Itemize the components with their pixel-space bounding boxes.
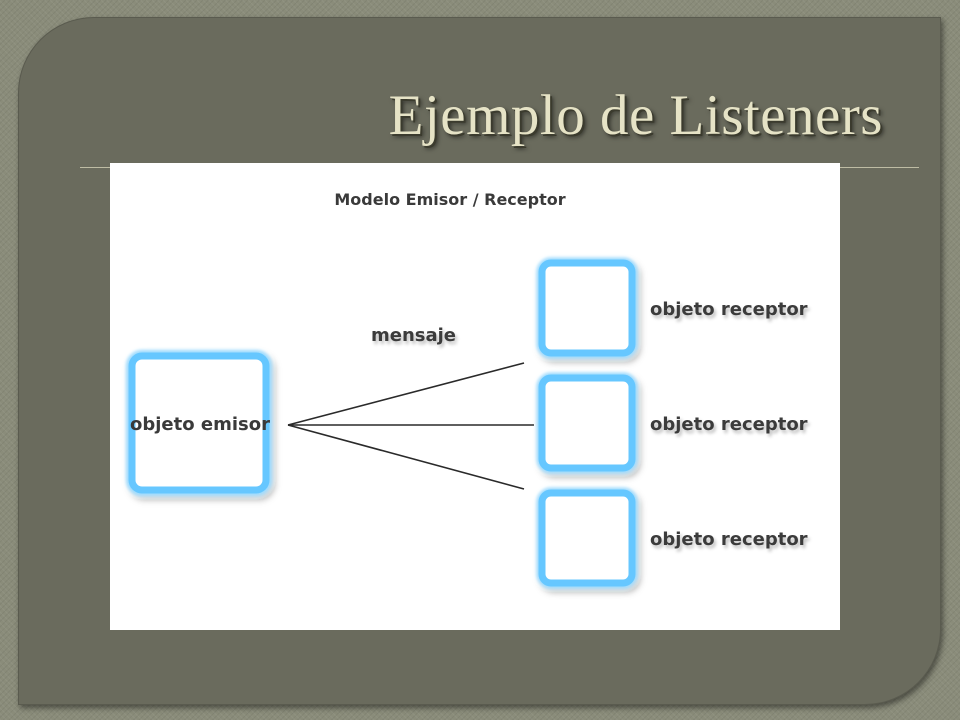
receiver-label-2: objeto receptor [650,414,808,435]
receiver-box-3 [536,487,638,589]
message-lines [287,362,534,490]
emitter-receiver-diagram: Modelo Emisor / Receptor mensaje objeto … [126,190,808,589]
message-line-3 [287,424,525,490]
slide-panel: Ejemplo de Listeners [18,17,941,705]
receiver-box-1 [536,257,638,359]
emitter-label: objeto emisor [130,414,270,435]
message-line-1 [287,362,525,426]
slide-title: Ejemplo de Listeners [388,84,883,147]
receiver-label-1: objeto receptor [650,299,808,320]
diagram-image: Modelo Emisor / Receptor mensaje objeto … [110,163,840,630]
receiver-label-3: objeto receptor [650,529,808,550]
diagram-heading: Modelo Emisor / Receptor [334,190,565,209]
message-label: mensaje [371,325,456,346]
emitter-box [126,350,272,496]
receiver-box-2 [536,372,638,474]
